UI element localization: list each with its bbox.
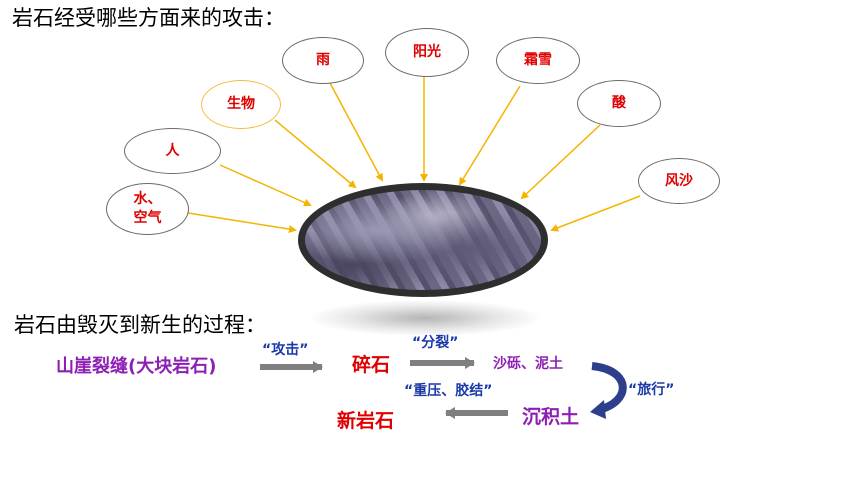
arrow-frost-snow [458,85,521,186]
label-travel: “旅行” [628,382,675,398]
force-frost-snow: 霜雪 [496,37,580,84]
label-split: “分裂” [412,335,459,351]
force-human: 人 [124,128,221,174]
arrow-wind-sand [550,195,641,232]
step-fragments: 碎石 [352,354,391,376]
step-sand-mud: 沙砾、泥土 [493,356,563,372]
arrow-travel-head [590,400,606,419]
rock-shadow [310,300,540,336]
force-water-air: 水、空气 [106,183,189,235]
force-biology-label: 生物 [227,96,255,113]
label-compress: “重压、胶结” [404,383,493,399]
label-attack: “攻击” [262,342,309,358]
force-sunlight-label: 阳光 [413,44,441,61]
force-wind-sand-label: 风沙 [665,172,693,189]
step-sediment: 沉积土 [522,406,580,428]
page-title: 岩石经受哪些方面来的攻击： [12,6,285,30]
force-water-air-line1: 水、 [133,191,162,208]
force-acid-label: 酸 [612,95,626,112]
force-rain-label: 雨 [316,52,330,69]
arrow-travel [591,362,627,414]
force-human-label: 人 [165,142,180,159]
force-rain: 雨 [282,37,364,84]
force-water-air-line2: 空气 [133,210,162,226]
arrow-water-air [187,212,297,234]
force-acid: 酸 [577,80,661,127]
arrow-human [219,164,312,207]
force-wind-sand: 风沙 [638,158,720,204]
arrow-biology [274,119,357,189]
step-new-rock: 新岩石 [337,410,395,432]
arrow-rain [329,82,383,182]
step-cliff-crack: 山崖裂缝(大块岩石) [56,356,217,377]
force-sunlight: 阳光 [385,28,469,77]
process-title: 岩石由毁灭到新生的过程： [14,313,266,337]
rock-image [298,183,548,297]
force-biology: 生物 [201,80,281,129]
arrow-acid [520,124,601,200]
force-frost-snow-label: 霜雪 [524,52,552,69]
